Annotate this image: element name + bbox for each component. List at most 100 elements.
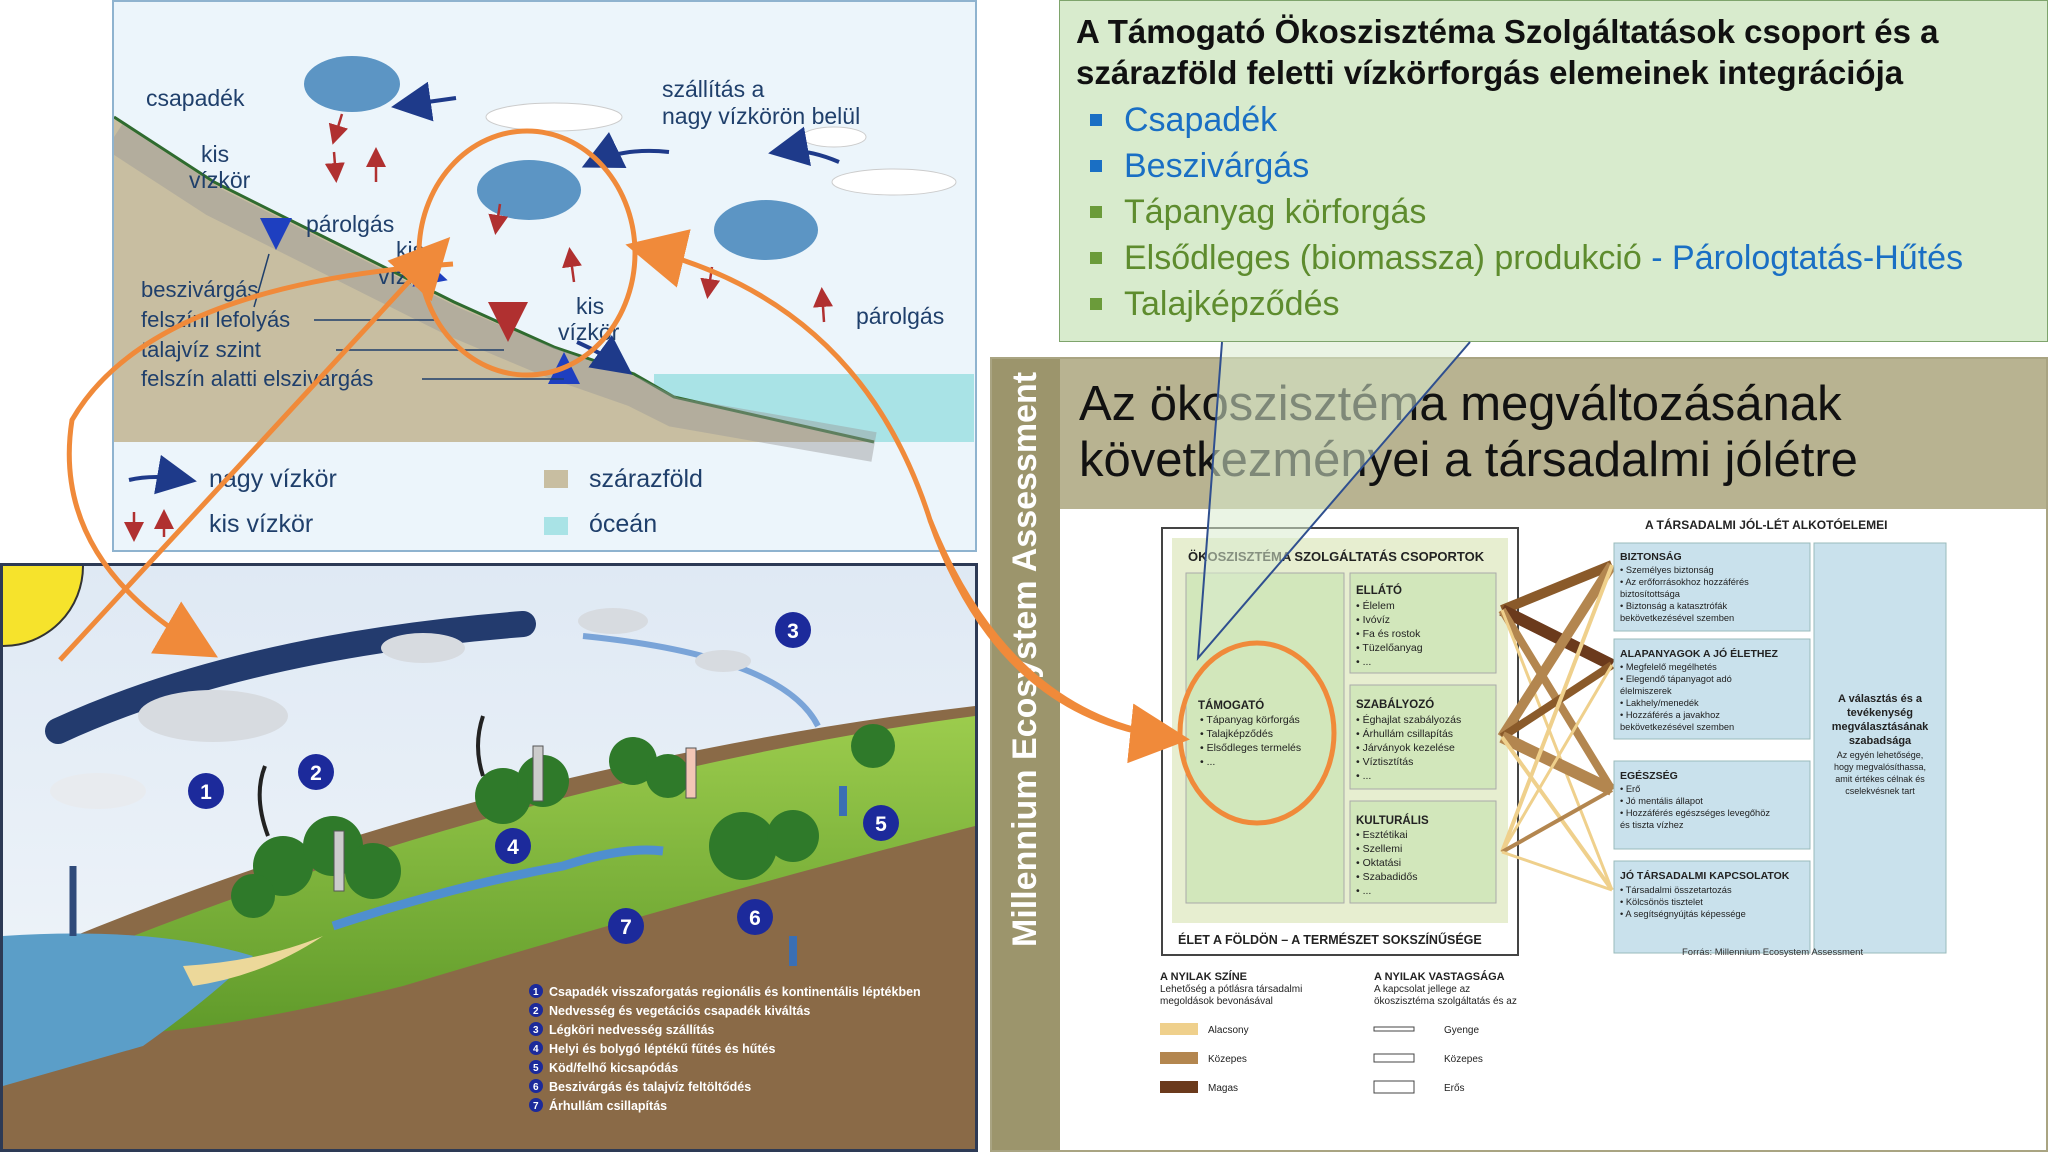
svg-text:Erős: Erős <box>1444 1083 1465 1094</box>
supporting-title: TÁMOGATÓ <box>1198 699 1264 712</box>
callout-title: A Támogató Ökoszisztéma Szolgáltatások c… <box>1076 13 1939 91</box>
svg-text:4: 4 <box>507 836 519 859</box>
thermometer-icon <box>333 830 345 892</box>
svg-text:• Jó mentális állapot: • Jó mentális állapot <box>1620 796 1703 806</box>
security-title: BIZTONSÁG <box>1620 550 1682 563</box>
svg-text:• Fa és rostok: • Fa és rostok <box>1356 628 1421 640</box>
legend-item-4: Helyi és bolygó léptékű fűtés és hűtés <box>549 1042 776 1056</box>
label-surface-runoff: felszíni lefolyás <box>141 307 290 332</box>
wellbeing-header: A TÁRSADALMI JÓL-LÉT ALKOTÓELEMEI <box>1645 517 1887 532</box>
bullet-icon <box>1090 206 1102 218</box>
svg-text:• Oktatási: • Oktatási <box>1356 857 1401 869</box>
svg-text:Gyenge: Gyenge <box>1444 1025 1479 1036</box>
svg-text:megválasztásának: megválasztásának <box>1832 721 1929 733</box>
svg-text:• Tápanyag körforgás: • Tápanyag körforgás <box>1200 714 1300 726</box>
svg-text:• Víztisztítás: • Víztisztítás <box>1356 756 1413 768</box>
svg-text:5: 5 <box>875 813 887 836</box>
callout-item-primary-production: Elsődleges (biomassza) produkció - Párol… <box>1076 235 2031 281</box>
svg-text:hogy megvalósíthassa,: hogy megvalósíthassa, <box>1834 762 1926 772</box>
svg-text:• Éghajlat szabályozás: • Éghajlat szabályozás <box>1356 713 1461 726</box>
svg-text:Az egyén lehetősége,: Az egyén lehetősége, <box>1837 750 1924 760</box>
life-footer: ÉLET A FÖLDÖN – A TERMÉSZET SOKSZÍNŰSÉGE <box>1178 932 1482 947</box>
legend-ocean: óceán <box>589 510 657 538</box>
svg-text:A kapcsolat jellege az: A kapcsolat jellege az <box>1374 984 1470 995</box>
legend-item-2: Nedvesség és vegetációs csapadék kiváltá… <box>549 1004 810 1018</box>
svg-text:• Árhullám csillapítás: • Árhullám csillapítás <box>1356 727 1453 740</box>
svg-text:3: 3 <box>533 1025 539 1036</box>
callout-item-nutrient-cycle: Tápanyag körforgás <box>1076 189 2031 235</box>
water-cycle-diagram-top: csapadék kis vízkör párolgás kis vízkör … <box>105 0 977 552</box>
svg-text:• Megfelelő megélhetés: • Megfelelő megélhetés <box>1620 662 1717 672</box>
provisioning-title: ELLÁTÓ <box>1356 584 1402 597</box>
svg-text:6: 6 <box>533 1082 539 1093</box>
cloud-icon <box>138 690 288 742</box>
connector-arrows <box>1497 560 1617 892</box>
svg-text:• Erő: • Erő <box>1620 784 1640 794</box>
white-cloud-icon <box>801 126 867 148</box>
legend-small-cycle: kis vízkör <box>209 510 313 538</box>
mea-diagram: ÖKOSZISZTÉMA SZOLGÁLTATÁS CSOPORTOK TÁMO… <box>1160 517 1947 1094</box>
legend-land: szárazföld <box>589 465 703 493</box>
svg-text:5: 5 <box>533 1063 539 1074</box>
white-cloud-icon <box>485 102 623 132</box>
svg-text:7: 7 <box>620 916 632 939</box>
relations-title: JÓ TÁRSADALMI KAPCSOLATOK <box>1620 869 1790 882</box>
svg-text:élelmiszerek: élelmiszerek <box>1620 686 1672 696</box>
svg-text:• Ivóvíz: • Ivóvíz <box>1356 614 1390 626</box>
svg-text:amit értékes célnak és: amit értékes célnak és <box>1835 774 1925 784</box>
cloud-icon <box>714 200 818 260</box>
river <box>331 845 664 931</box>
svg-text:A választás és a: A választás és a <box>1838 693 1923 705</box>
health-title: EGÉSZSÉG <box>1620 769 1678 782</box>
bullet-icon <box>1090 252 1102 264</box>
svg-text:• ...: • ... <box>1356 885 1371 897</box>
label-small-cycle-center-1: kis <box>396 237 424 263</box>
svg-text:1: 1 <box>200 781 212 804</box>
white-cloud-icon <box>831 168 957 196</box>
mea-title: Az ökoszisztéma megváltozásának következ… <box>1079 377 1858 487</box>
svg-text:Közepes: Közepes <box>1444 1054 1483 1065</box>
svg-text:tevékenység: tevékenység <box>1847 707 1913 719</box>
svg-text:• Biztonság a katasztrófák: • Biztonság a katasztrófák <box>1620 601 1727 611</box>
basics-title: ALAPANYAGOK A JÓ ÉLETHEZ <box>1620 647 1778 660</box>
mea-vertical-title: Millennium Ecosystem Assessment <box>1006 372 1044 947</box>
label-small-cycle-center-2: vízkör <box>378 263 440 289</box>
legend-item-1: Csapadék visszaforgatás regionális és ko… <box>549 985 921 999</box>
cultural-title: KULTURÁLIS <box>1356 814 1429 827</box>
land-swatch <box>544 470 568 488</box>
bullet-icon <box>1090 160 1102 172</box>
big-cycle-legend-arrow <box>128 454 197 495</box>
svg-text:• Elegendő tápanyagot adó: • Elegendő tápanyagot adó <box>1620 674 1732 684</box>
label-groundwater-level: talajvíz szint <box>141 337 261 362</box>
svg-text:• Szellemi: • Szellemi <box>1356 843 1402 855</box>
badge-7: 7 <box>608 908 644 944</box>
svg-text:és tiszta vízhez: és tiszta vízhez <box>1620 820 1684 830</box>
label-small-cycle-left-1: kis <box>201 141 229 167</box>
callout-item-soil-formation: Talajképződés <box>1076 281 2031 327</box>
svg-text:7: 7 <box>533 1101 539 1112</box>
label-small-cycle-right-1: kis <box>576 293 604 319</box>
svg-text:szabadsága: szabadsága <box>1849 735 1912 747</box>
bullet-icon <box>1090 114 1102 126</box>
bullet-icon <box>1090 298 1102 310</box>
thermometer-icon <box>685 747 697 799</box>
arrow-color-legend-title: A NYILAK SZÍNE <box>1160 970 1247 983</box>
svg-text:Millennium Ecosystem Assessmen: Millennium Ecosystem Assessment <box>1006 372 1044 947</box>
svg-text:Alacsony: Alacsony <box>1208 1025 1249 1036</box>
cloud-icon <box>578 608 648 634</box>
svg-text:bekövetkezésével szemben: bekövetkezésével szemben <box>1620 722 1734 732</box>
svg-text:• Tüzelőanyag: • Tüzelőanyag <box>1356 642 1423 654</box>
ocean-swatch <box>544 517 568 535</box>
svg-text:• Társadalmi összetartozás: • Társadalmi összetartozás <box>1620 885 1732 895</box>
callout-item-infiltration: Beszivárgás <box>1076 143 2031 189</box>
svg-text:bekövetkezésével szemben: bekövetkezésével szemben <box>1620 613 1734 623</box>
badge-2: 2 <box>298 754 334 790</box>
svg-text:• ...: • ... <box>1356 656 1371 668</box>
svg-text:• Elsődleges termelés: • Elsődleges termelés <box>1200 742 1301 754</box>
badge-5: 5 <box>863 805 899 841</box>
svg-text:• Élelem: • Élelem <box>1356 599 1395 612</box>
svg-text:ökoszisztéma szolgáltatás és a: ökoszisztéma szolgáltatás és az <box>1374 996 1517 1007</box>
label-transport-1: szállítás a <box>662 76 764 102</box>
svg-text:• Hozzáférés a javakhoz: • Hozzáférés a javakhoz <box>1620 710 1720 720</box>
